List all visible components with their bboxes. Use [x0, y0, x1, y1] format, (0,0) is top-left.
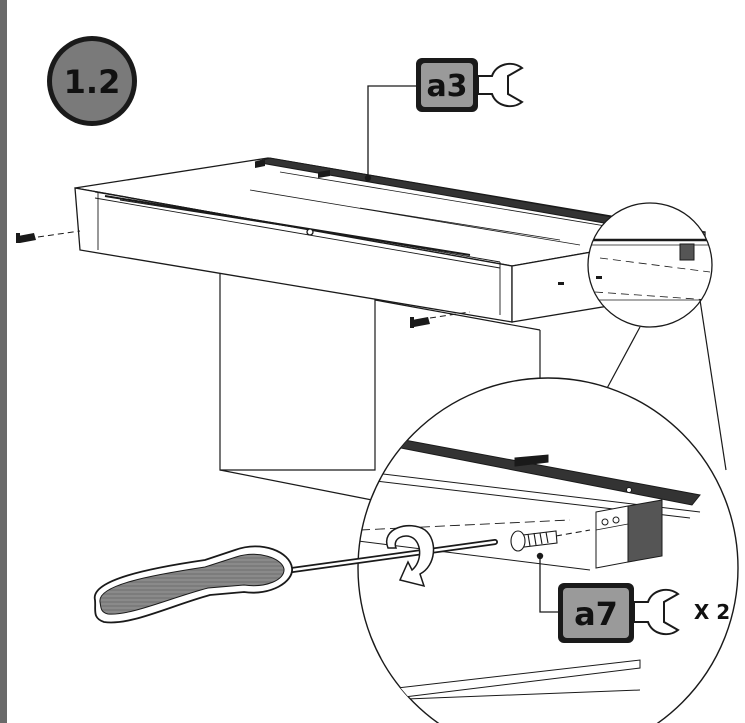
- connector-line-left: [604, 326, 641, 393]
- page-left-border: [0, 0, 7, 723]
- step-number: 1.2: [64, 63, 121, 101]
- callout-a7: a7: [558, 583, 634, 643]
- screw-left: [16, 230, 81, 243]
- callout-a3: a3: [416, 58, 478, 112]
- callout-a3-label: a3: [426, 69, 467, 104]
- detail-circle-large: [357, 377, 739, 723]
- rotation-arrow-icon: [385, 525, 435, 588]
- callout-a7-label: a7: [574, 595, 618, 633]
- step-badge: 1.2: [47, 36, 137, 126]
- screwdriver-icon: [94, 539, 498, 624]
- leader-line-a3: [367, 85, 416, 178]
- desk-leg-panel: [219, 269, 541, 501]
- quantity-label: X 2: [694, 600, 730, 624]
- wrench-icon: [477, 62, 524, 108]
- screw-front: [410, 311, 471, 328]
- screw-a7: [510, 529, 591, 552]
- detail-circle-small: [587, 202, 713, 328]
- leader-line-a7: [539, 556, 558, 613]
- connector-line-right: [699, 299, 727, 471]
- wrench-icon: [633, 588, 680, 636]
